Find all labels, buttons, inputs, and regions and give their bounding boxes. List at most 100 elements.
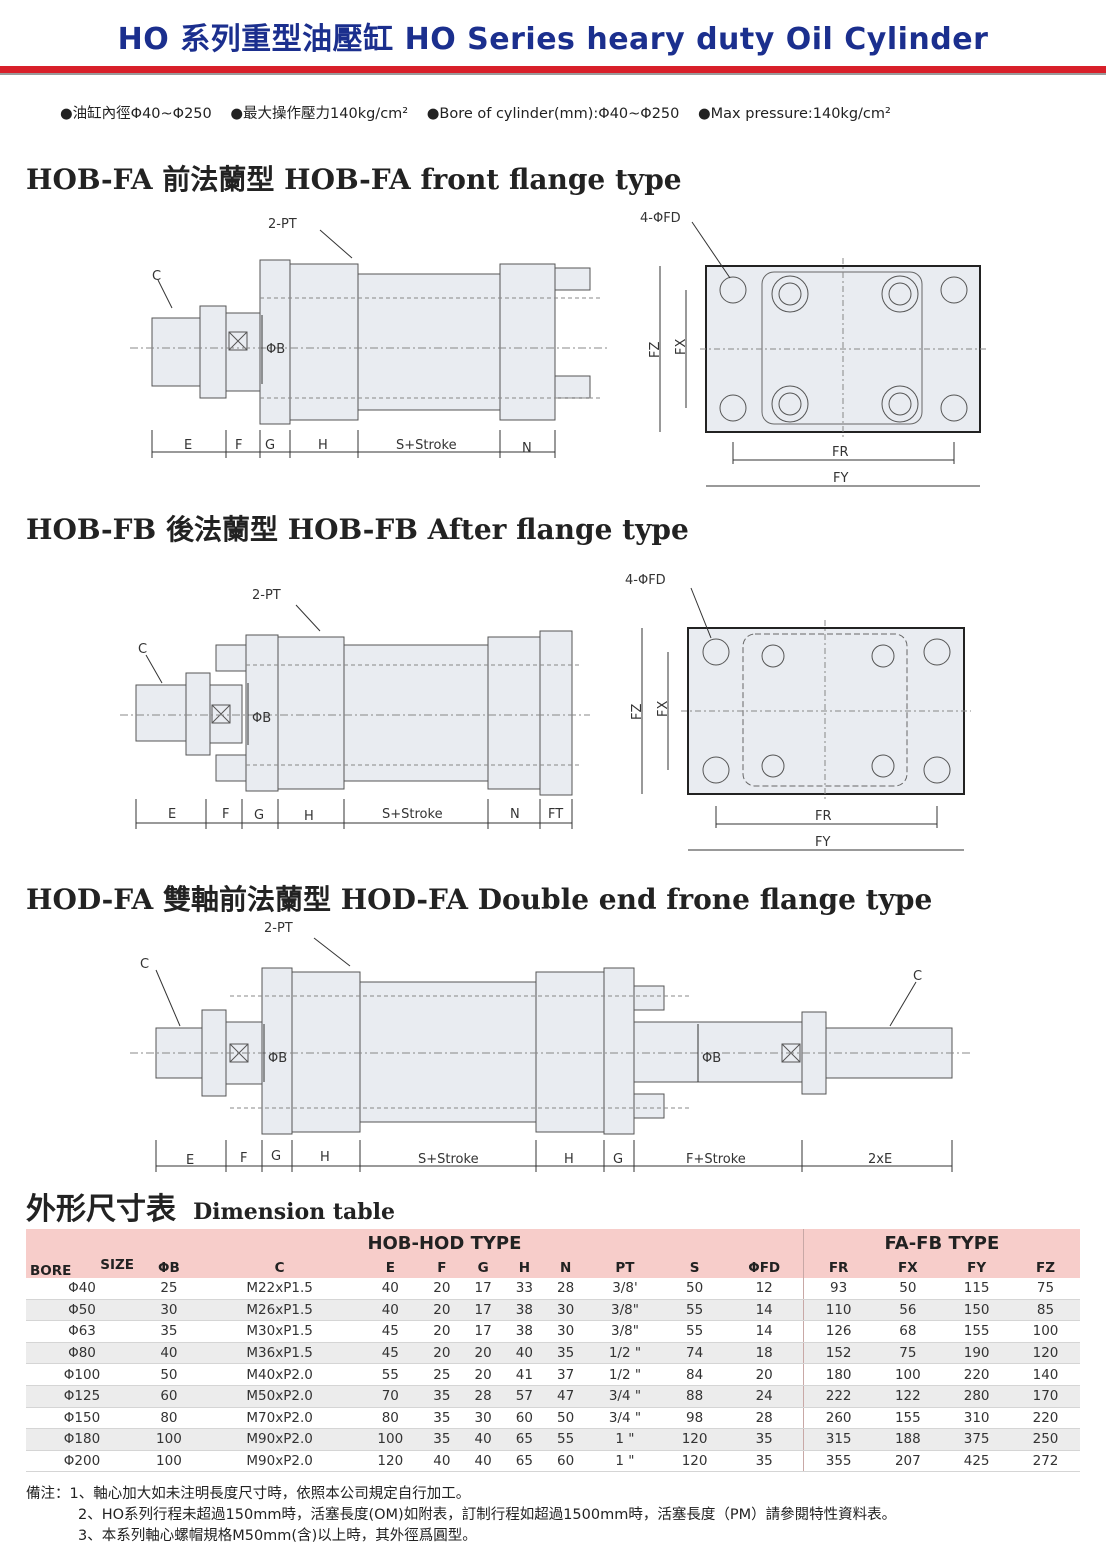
- note-3: 3、本系列軸心螺帽規格M50mm(含)以上時，其外徑爲圓型。: [78, 1528, 477, 1544]
- table-cell: 30: [545, 1299, 587, 1322]
- dim-fb-n: N: [510, 807, 520, 822]
- table-cell: 40: [138, 1342, 200, 1365]
- table-cell: 50: [873, 1278, 943, 1300]
- table-cell: 100: [359, 1428, 422, 1451]
- table-cell: 84: [663, 1363, 726, 1386]
- table-cell: 74: [663, 1342, 726, 1365]
- dim-fb-fr: FR: [815, 809, 832, 824]
- col-header: N: [545, 1257, 587, 1278]
- group-hob-hod: HOB-HOD TYPE: [26, 1229, 804, 1257]
- table-cell: 110: [802, 1299, 874, 1322]
- col-header: H: [503, 1257, 546, 1278]
- table-cell: 40: [359, 1278, 422, 1300]
- table-cell: 20: [421, 1320, 463, 1343]
- col-header: G: [462, 1257, 504, 1278]
- label-hod-c: C: [140, 957, 149, 972]
- table-cell: 80: [359, 1407, 422, 1430]
- label-c: C: [152, 269, 161, 284]
- dim-fy: FY: [833, 471, 848, 486]
- table-title-en: Dimension table: [193, 1199, 396, 1225]
- label-fb-2pt: 2-PT: [252, 588, 281, 603]
- dim-fb-fz: FZ: [630, 704, 645, 720]
- table-cell: 65: [503, 1428, 546, 1451]
- col-header: FR: [802, 1257, 874, 1278]
- table-cell: 222: [802, 1385, 874, 1408]
- label-hod-phib2: ΦB: [702, 1051, 721, 1066]
- table-cell: 37: [545, 1363, 587, 1386]
- diagram-hod-side: ΦB ΦB C C 2-PT E F G H S+Stroke H G F+St…: [130, 918, 970, 1176]
- col-header: FZ: [1011, 1257, 1080, 1278]
- table-cell: 40: [462, 1450, 504, 1473]
- spec-pressure-en: ●Max pressure:140kg/cm²: [698, 106, 891, 122]
- section-title-fa: HOB-FA 前法蘭型 HOB-FA front flange type: [26, 163, 682, 196]
- table-cell: 220: [1011, 1407, 1080, 1430]
- table-cell: 260: [802, 1407, 874, 1430]
- table-cell: 80: [138, 1407, 200, 1430]
- table-cell: M50xP2.0: [199, 1385, 360, 1408]
- dim-hod-g: G: [271, 1149, 281, 1164]
- table-cell: 120: [1011, 1342, 1080, 1365]
- label-hod-c2: C: [913, 969, 922, 984]
- table-cell: 1/2 ": [586, 1363, 664, 1386]
- table-cell: 30: [545, 1320, 587, 1343]
- table-cell: 60: [503, 1407, 546, 1430]
- table-cell: 1 ": [586, 1450, 664, 1473]
- table-cell: 3/8': [586, 1278, 664, 1300]
- row-bore: Φ80: [26, 1342, 138, 1365]
- label-phib: ΦB: [266, 342, 285, 357]
- label-2pt: 2-PT: [268, 217, 297, 232]
- table-cell: 355: [802, 1450, 874, 1473]
- spec-pressure-zh: ●最大操作壓力140kg/cm²: [230, 106, 409, 122]
- table-cell: 75: [1011, 1278, 1080, 1300]
- row-bore: Φ200: [26, 1450, 138, 1473]
- diagram-fa-side: ΦB C 2-PT E F G H S+Stroke N: [130, 208, 610, 468]
- table-cell: 20: [421, 1342, 463, 1365]
- dim-n: N: [522, 441, 532, 456]
- table-cell: M90xP2.0: [199, 1428, 360, 1451]
- table-cell: 68: [873, 1320, 943, 1343]
- table-cell: 425: [942, 1450, 1012, 1473]
- table-cell: 122: [873, 1385, 943, 1408]
- table-cell: 35: [138, 1320, 200, 1343]
- table-cell: 100: [1011, 1320, 1080, 1343]
- table-cell: 55: [663, 1299, 726, 1322]
- table-cell: 100: [138, 1428, 200, 1451]
- table-cell: 40: [421, 1450, 463, 1473]
- table-cell: M22xP1.5: [199, 1278, 360, 1300]
- group-fa-fb: FA-FB TYPE: [802, 1229, 1080, 1257]
- table-cell: 170: [1011, 1385, 1080, 1408]
- table-cell: 280: [942, 1385, 1012, 1408]
- table-cell: 60: [545, 1450, 587, 1473]
- table-cell: 35: [725, 1428, 804, 1451]
- table-cell: 35: [725, 1450, 804, 1473]
- table-cell: 24: [725, 1385, 804, 1408]
- table-cell: 55: [545, 1428, 587, 1451]
- spec-bore-zh: ●油缸內徑Φ40~Φ250: [60, 106, 212, 122]
- table-cell: 100: [138, 1450, 200, 1473]
- table-cell: 220: [942, 1363, 1012, 1386]
- col-header: PT: [586, 1257, 664, 1278]
- note-1: 備注：1、軸心加大如未注明長度尺寸時，依照本公司規定自行加工。: [26, 1486, 471, 1502]
- dim-hod-f: F: [240, 1151, 247, 1166]
- diagram-fb-side: ΦB C 2-PT E F G H S+Stroke N FT: [120, 575, 590, 840]
- table-cell: 272: [1011, 1450, 1080, 1473]
- dim-hod-h2: H: [564, 1152, 574, 1167]
- dim-fb-stroke: S+Stroke: [382, 807, 443, 822]
- dim-e: E: [184, 438, 192, 453]
- table-cell: 45: [359, 1342, 422, 1365]
- table-cell: 250: [1011, 1428, 1080, 1451]
- table-cell: 310: [942, 1407, 1012, 1430]
- row-bore: Φ50: [26, 1299, 138, 1322]
- col-header: F: [421, 1257, 463, 1278]
- dim-fz: FZ: [648, 342, 663, 358]
- dim-f: F: [235, 438, 242, 453]
- label-fb-phib: ΦB: [252, 711, 271, 726]
- col-header: FX: [873, 1257, 943, 1278]
- table-cell: 40: [503, 1342, 546, 1365]
- section-title-fb: HOB-FB 後法蘭型 HOB-FB After flange type: [26, 513, 689, 546]
- table-cell: 55: [663, 1320, 726, 1343]
